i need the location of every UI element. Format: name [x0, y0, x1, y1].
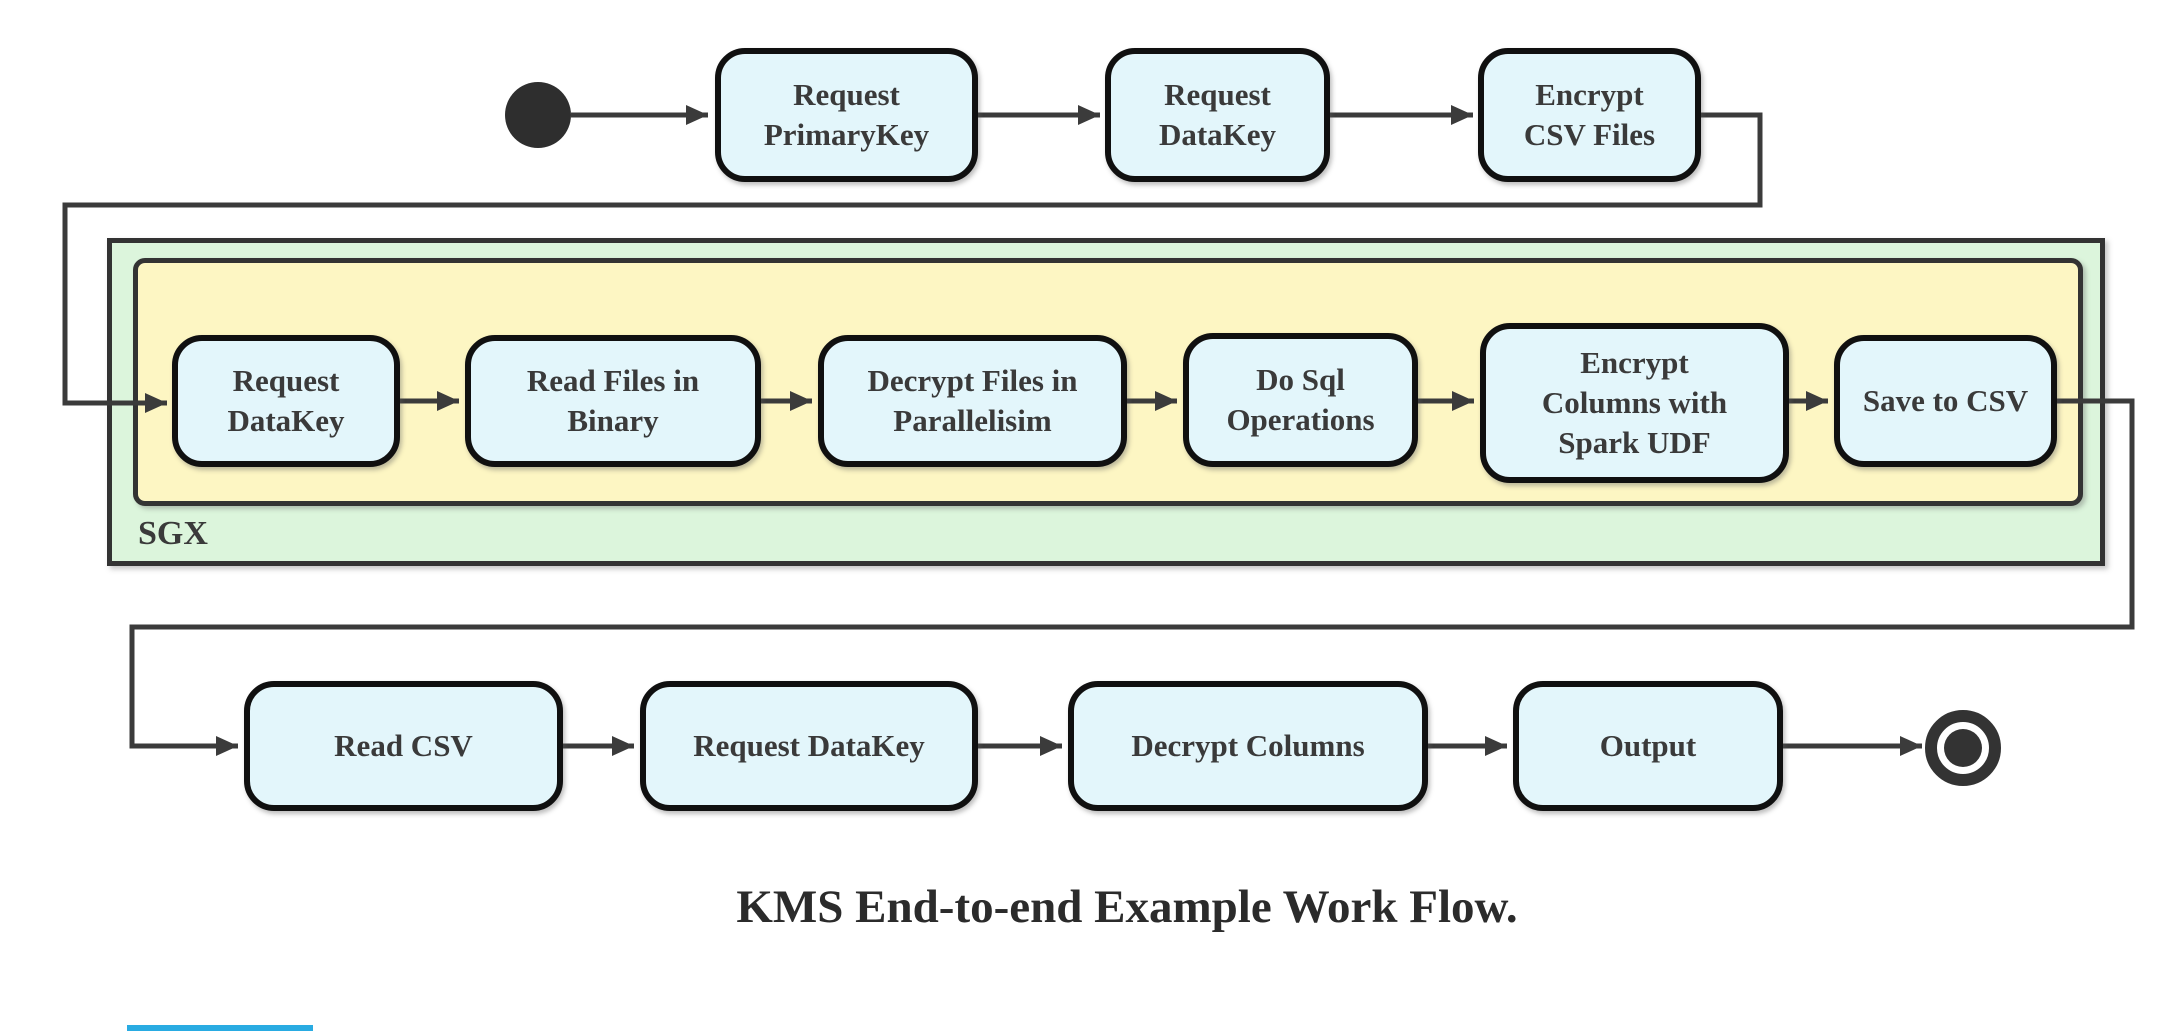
- end-node: [1925, 710, 2001, 786]
- start-node: [505, 82, 571, 148]
- node-request-datakey-sgx: Request DataKey: [172, 335, 400, 467]
- node-decrypt-files-in-parallelisim: Decrypt Files in Parallelisim: [818, 335, 1127, 467]
- node-request-datakey-bottom: Request DataKey: [640, 681, 978, 811]
- sgx-label: SGX: [138, 515, 208, 552]
- node-read-csv: Read CSV: [244, 681, 563, 811]
- diagram-caption: KMS End-to-end Example Work Flow.: [736, 881, 1518, 933]
- node-read-files-in-binary: Read Files in Binary: [465, 335, 761, 467]
- node-save-to-csv: Save to CSV: [1834, 335, 2057, 467]
- node-decrypt-columns: Decrypt Columns: [1068, 681, 1428, 811]
- end-node-inner-dot: [1944, 729, 1982, 767]
- bottom-accent-line: [127, 1025, 313, 1031]
- node-request-primarykey: Request PrimaryKey: [715, 48, 978, 182]
- node-request-datakey-top: Request DataKey: [1105, 48, 1330, 182]
- node-do-sql-operations: Do Sql Operations: [1183, 333, 1418, 467]
- node-output: Output: [1513, 681, 1783, 811]
- node-encrypt-columns-with-spark-udf: Encrypt Columns with Spark UDF: [1480, 323, 1789, 483]
- node-encrypt-csv-files: Encrypt CSV Files: [1478, 48, 1701, 182]
